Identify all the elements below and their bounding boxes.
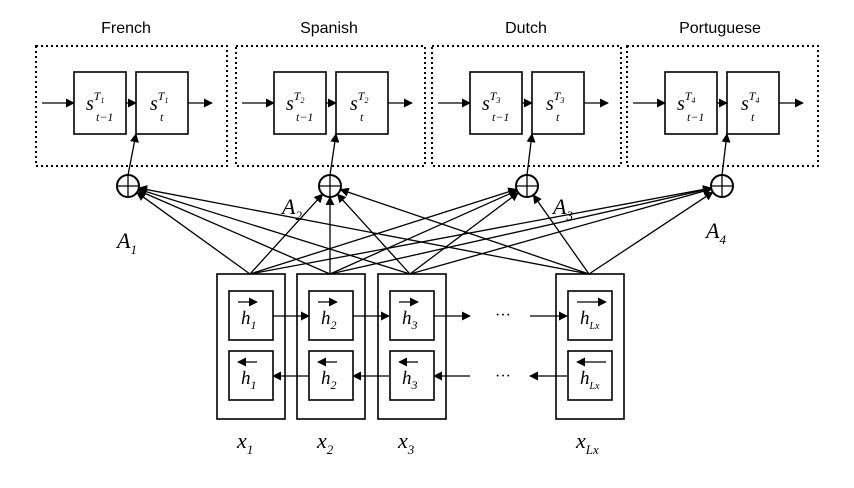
decoder-state-current-box	[726, 71, 780, 135]
attention-weight-line	[137, 185, 590, 275]
backward-state-box	[228, 350, 274, 401]
attention-label: A3	[551, 194, 573, 223]
decoder-state-current-box	[531, 71, 585, 135]
forward-state-label: h1	[241, 308, 257, 332]
attention-sum-node	[116, 174, 140, 198]
input-token-label: x2	[316, 428, 334, 457]
attention-sum-node	[318, 174, 342, 198]
decoder-group-border	[235, 45, 426, 167]
attention-weight-line	[249, 185, 713, 275]
attention-weight-line	[588, 191, 714, 275]
ellipsis-backward: ···	[495, 368, 511, 385]
attention-weight-line	[136, 191, 251, 275]
language-title-dutch: Dutch	[505, 20, 547, 37]
backward-state-box	[308, 350, 354, 401]
forward-state-box	[228, 290, 274, 341]
decoder-group-border	[35, 45, 228, 167]
backward-state-label: h3	[402, 368, 418, 392]
backward-state-label: hLx	[580, 368, 600, 392]
attention-label: A2	[280, 194, 302, 223]
context-to-state-arrow	[127, 133, 139, 176]
backward-state-label: h1	[241, 368, 257, 392]
encoder-column: h3 h3 x3	[377, 273, 447, 457]
decoder-state-current-box	[135, 71, 189, 135]
decoder-group-border	[431, 45, 622, 167]
forward-state-box	[567, 290, 613, 341]
decoder-state-prev-box	[469, 71, 523, 135]
attention-weight-line	[137, 187, 411, 275]
backward-state-label: h2	[321, 368, 337, 392]
attention-weight-line	[249, 193, 324, 275]
ellipsis-forward: ···	[495, 307, 511, 324]
backward-state-box	[567, 350, 613, 401]
attention-weight-line	[409, 186, 713, 275]
forward-state-label: h3	[402, 308, 418, 332]
language-title-french: French	[101, 20, 151, 37]
context-to-state-arrow	[721, 133, 731, 176]
attention-sum-node	[515, 174, 539, 198]
attention-weight-line	[137, 189, 331, 275]
language-title-spanish: Spanish	[300, 20, 358, 37]
forward-state-label: hLx	[580, 308, 600, 332]
language-title-portuguese: Portuguese	[679, 20, 761, 37]
encoder-column: h1 h1 x1	[216, 273, 286, 457]
attention-label: A1	[115, 228, 137, 257]
attention-label: A4	[704, 218, 726, 247]
decoder-state-prev-box	[273, 71, 327, 135]
encoder-column: h2 h2 x2	[296, 273, 366, 457]
attention-sum-node	[710, 174, 734, 198]
input-token-label: x1	[236, 428, 253, 457]
decoder-group-border	[626, 45, 819, 167]
context-to-state-arrow	[526, 133, 536, 176]
decoder-state-current-box	[335, 71, 389, 135]
input-token-label: x3	[397, 428, 415, 457]
forward-state-label: h2	[321, 308, 337, 332]
forward-state-box	[389, 290, 435, 341]
attention-weight-line	[409, 192, 519, 275]
backward-state-box	[389, 350, 435, 401]
encoder-column: hLx hLx xLx	[555, 273, 625, 457]
context-to-state-arrow	[329, 133, 340, 176]
forward-state-box	[308, 290, 354, 341]
decoder-state-prev-box	[664, 71, 718, 135]
attention-weight-line	[329, 185, 713, 275]
attention-weight-line	[249, 187, 518, 275]
input-token-label: xLx	[575, 428, 599, 457]
attention-weight-line	[329, 189, 518, 275]
attention-weight-line	[339, 187, 590, 275]
attention-weight-line	[532, 194, 590, 275]
